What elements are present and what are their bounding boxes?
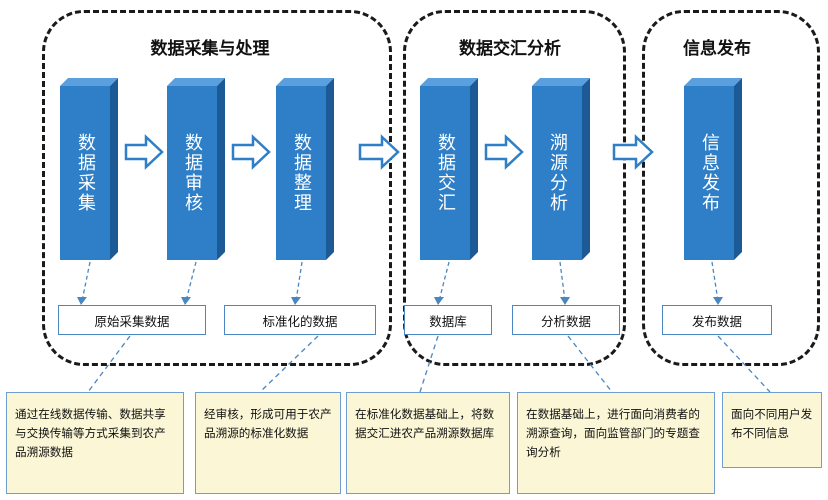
pillar-label: 数据交汇 xyxy=(435,133,456,213)
leader-line xyxy=(419,335,439,393)
leader-line xyxy=(87,335,131,393)
arrowhead-icon xyxy=(560,297,570,305)
pillar-trace-analysis: 溯源分析 xyxy=(532,78,590,260)
pillar-label: 数据整理 xyxy=(291,133,312,213)
dashed-arrow xyxy=(185,261,197,302)
dashed-arrow xyxy=(438,261,450,302)
note-convergence: 在标准化数据基础上，将数据交汇进农产品溯源数据库 xyxy=(346,392,510,494)
output-database: 数据库 xyxy=(404,305,492,335)
leader-line xyxy=(717,335,771,393)
arrowhead-icon xyxy=(291,297,301,305)
leader-line xyxy=(567,335,613,393)
note-publish: 面向不同用户发布不同信息 xyxy=(722,392,822,468)
pillar-data-collection: 数据采集 xyxy=(60,78,118,260)
group-info-publishing xyxy=(642,10,820,366)
pillar-label: 信息发布 xyxy=(699,133,720,213)
arrowhead-icon xyxy=(713,297,723,305)
pillar-data-organize: 数据整理 xyxy=(276,78,334,260)
pillar-data-review: 数据审核 xyxy=(167,78,225,260)
pillar-shape xyxy=(532,78,590,260)
dashed-arrow xyxy=(711,261,719,302)
arrowhead-icon xyxy=(181,297,191,305)
group-title-publishing: 信息发布 xyxy=(683,39,751,59)
flow-arrow-icon xyxy=(612,134,654,170)
pillar-shape xyxy=(60,78,118,260)
pillar-shape xyxy=(684,78,742,260)
pillar-shape xyxy=(276,78,334,260)
pillar-label: 数据审核 xyxy=(182,133,203,213)
note-analysis: 在数据基础上，进行面向消费者的溯源查询，面向监管部门的专题查询分析 xyxy=(517,392,715,494)
flow-arrow-icon xyxy=(231,134,271,170)
flow-arrow-icon xyxy=(358,134,400,170)
arrowhead-icon xyxy=(434,297,444,305)
pillar-data-convergence: 数据交汇 xyxy=(420,78,478,260)
flow-arrow-icon xyxy=(484,134,524,170)
group-data-collection-processing xyxy=(42,10,392,366)
note-review: 经审核，形成可用于农产品溯源的标准化数据 xyxy=(195,392,341,494)
output-publish-data: 发布数据 xyxy=(662,305,772,335)
flow-arrow-icon xyxy=(124,134,164,170)
dashed-arrow xyxy=(81,261,91,302)
group-title-convergence: 数据交汇分析 xyxy=(459,39,561,59)
group-data-convergence-analysis xyxy=(403,10,626,366)
note-collection: 通过在线数据传输、数据共享与交换传输等方式采集到农产品溯源数据 xyxy=(6,392,184,494)
arrowhead-icon xyxy=(77,297,87,305)
dashed-arrow xyxy=(295,261,303,302)
output-analysis-data: 分析数据 xyxy=(512,305,620,335)
pillar-shape xyxy=(420,78,478,260)
pillar-label: 溯源分析 xyxy=(547,133,568,213)
dashed-arrow xyxy=(559,261,566,302)
pillar-label: 数据采集 xyxy=(75,133,96,213)
group-title-collection: 数据采集与处理 xyxy=(150,39,270,59)
pillar-shape xyxy=(167,78,225,260)
leader-line xyxy=(259,335,319,393)
output-raw-data: 原始采集数据 xyxy=(58,305,206,335)
output-standardized-data: 标准化的数据 xyxy=(224,305,376,335)
pillar-info-publish: 信息发布 xyxy=(684,78,742,260)
